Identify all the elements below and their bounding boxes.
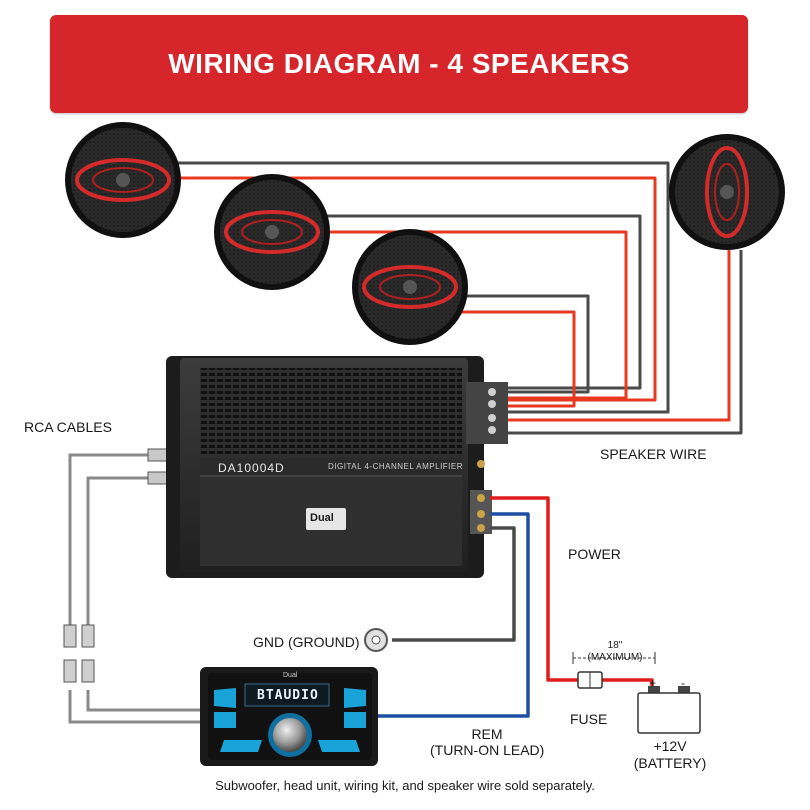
ground-wire	[392, 526, 516, 642]
amplifier-brand-label: Dual	[310, 512, 334, 524]
speaker-4	[669, 134, 785, 250]
rca-cable-left	[68, 453, 150, 640]
fuse-distance-bracket	[572, 652, 656, 664]
speaker-3	[352, 229, 468, 345]
title-banner: WIRING DIAGRAM - 4 SPEAKERS	[50, 15, 748, 113]
footer-note: Subwoofer, head unit, wiring kit, and sp…	[215, 778, 595, 793]
fuse-label: FUSE	[570, 711, 608, 727]
speaker1-positive-wire	[170, 176, 657, 402]
speaker4-positive-wire	[508, 250, 731, 422]
speaker4-negative-wire	[508, 250, 743, 435]
speaker-wires	[170, 161, 743, 435]
rca-cable-left-lower	[68, 690, 205, 724]
amplifier-heatsink-vent	[200, 368, 462, 456]
rca-connectors	[63, 448, 171, 683]
power-wires	[378, 496, 654, 718]
amplifier-label-strip	[200, 458, 462, 474]
speaker3-positive-wire	[450, 310, 576, 408]
fuse	[577, 671, 603, 689]
amplifier-model-label: DA10004D	[218, 461, 285, 475]
fuse-distance-note: (MAXIMUM)	[587, 652, 643, 663]
speaker3-negative-wire	[450, 294, 590, 394]
speaker-wire-label: SPEAKER WIRE	[600, 446, 707, 462]
head-unit	[200, 667, 378, 766]
battery-plus-sign: +	[649, 676, 657, 690]
power-wire-to-fuse	[490, 496, 578, 682]
amplifier-subtitle-label: DIGITAL 4-CHANNEL AMPLIFIER	[328, 462, 464, 471]
head-unit-screen	[244, 683, 330, 707]
fuse-distance-label: 18"	[607, 640, 623, 651]
head-unit-volume-knob	[273, 718, 307, 752]
amplifier-brand-badge	[306, 508, 346, 530]
speaker1-negative-wire	[170, 161, 670, 414]
remote-turn-on-wire	[378, 512, 530, 718]
battery-voltage-label: +12V	[653, 738, 687, 754]
head-unit-display-text: BTAUDIO	[257, 688, 319, 703]
head-unit-button-left	[214, 688, 236, 708]
rca-cables-label: RCA CABLES	[24, 419, 112, 435]
battery	[637, 686, 701, 734]
head-unit-button-right	[344, 688, 366, 708]
head-unit-brand: Dual	[283, 672, 298, 679]
ground-label: GND (GROUND)	[253, 634, 360, 650]
battery-minus-sign: -	[681, 676, 685, 690]
speaker-1	[65, 122, 181, 238]
power-wire-to-battery	[602, 678, 654, 688]
rca-cable-right	[86, 476, 150, 640]
ground-terminal	[364, 628, 388, 652]
rem-label: REM	[471, 726, 503, 742]
rca-cable-right-lower	[86, 690, 205, 712]
rca-cables	[68, 453, 205, 724]
speaker2-positive-wire	[320, 230, 628, 400]
speaker-2	[214, 174, 330, 290]
page-title: WIRING DIAGRAM - 4 SPEAKERS	[168, 48, 630, 79]
amplifier	[166, 356, 508, 578]
rem-note-label: (TURN-ON LEAD)	[430, 742, 545, 758]
power-label: POWER	[568, 546, 621, 562]
battery-name-label: (BATTERY)	[633, 755, 707, 771]
